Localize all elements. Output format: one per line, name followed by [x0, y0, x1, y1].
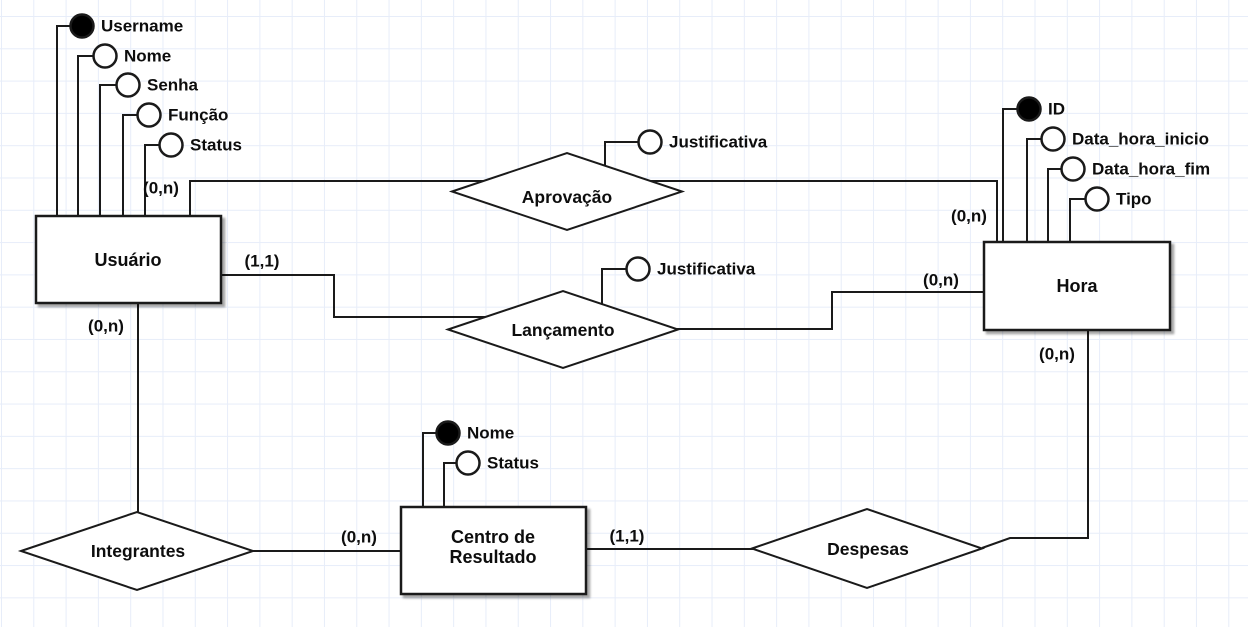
- connector-usuario-nome[interactable]: [77, 55, 94, 216]
- connector-hora-tipo[interactable]: [1069, 198, 1086, 242]
- relationship-shapes: [17, 151, 986, 592]
- connector-hora-data-hora-fim[interactable]: [1047, 168, 1062, 242]
- attribute-circle-centro-status[interactable]: [455, 450, 481, 476]
- edge-despesas-hora[interactable]: [981, 329, 1089, 549]
- attribute-circle-senha[interactable]: [115, 72, 141, 98]
- connector-aprovacao-justificativa[interactable]: [604, 141, 638, 166]
- connector-usuario-senha[interactable]: [99, 84, 117, 216]
- cardinality-hora-lancamento: (0,n): [923, 271, 959, 290]
- connector-usuario-username[interactable]: [56, 25, 71, 216]
- key-attribute-dot-username[interactable]: [69, 13, 95, 39]
- relationship-label-integrantes: Integrantes: [91, 541, 186, 561]
- edges: [137, 180, 1089, 552]
- attribute-labels: Username Nome Senha Função Status ID Dat…: [101, 17, 1210, 473]
- cardinality-usuario-lancamento: (1,1): [245, 252, 280, 271]
- attribute-label-tipo: Tipo: [1116, 190, 1152, 209]
- connector-hora-id[interactable]: [1002, 108, 1018, 242]
- entity-label-centro-line1: Centro de: [451, 527, 535, 547]
- cardinality-centro-integrantes: (0,n): [341, 528, 377, 547]
- attribute-circle-tipo[interactable]: [1084, 186, 1110, 212]
- relationship-lancamento[interactable]: [444, 289, 682, 370]
- attribute-circle-aprovacao-justificativa[interactable]: [637, 129, 663, 155]
- entity-hora[interactable]: [982, 240, 1172, 332]
- attribute-circle-nome[interactable]: [92, 43, 118, 69]
- attribute-label-centro-nome: Nome: [467, 424, 514, 443]
- cardinality-hora-despesas: (0,n): [1039, 345, 1075, 364]
- entity-usuario[interactable]: [34, 214, 223, 305]
- entity-label-centro-line2: Resultado: [449, 547, 536, 567]
- attribute-label-data-hora-fim: Data_hora_fim: [1092, 160, 1210, 179]
- attribute-label-nome: Nome: [124, 47, 171, 66]
- relationship-label-despesas: Despesas: [827, 539, 909, 559]
- entity-shapes: [34, 214, 1172, 596]
- attribute-label-aprovacao-justificativa: Justificativa: [669, 133, 768, 152]
- attribute-label-lancamento-justificativa: Justificativa: [657, 260, 756, 279]
- relationship-label-lancamento: Lançamento: [511, 320, 614, 340]
- cardinality-usuario-aprovacao: (0,n): [143, 179, 179, 198]
- key-attribute-dot-centro-nome[interactable]: [435, 420, 461, 446]
- attribute-label-funcao: Função: [168, 106, 228, 125]
- attribute-circle-lancamento-justificativa[interactable]: [625, 256, 651, 282]
- cardinality-usuario-integrantes: (0,n): [88, 317, 124, 336]
- relationship-integrantes[interactable]: [17, 510, 257, 592]
- cardinality-centro-despesas: (1,1): [610, 527, 645, 546]
- relationship-labels: Aprovação Lançamento Integrantes Despesa…: [91, 187, 909, 561]
- relationship-despesas[interactable]: [748, 507, 986, 590]
- attribute-label-id: ID: [1048, 100, 1065, 119]
- entity-labels: Usuário Hora Centro de Resultado: [94, 250, 1098, 567]
- connector-centro-status[interactable]: [443, 462, 457, 507]
- entity-centro-de-resultado[interactable]: [399, 505, 588, 596]
- key-attribute-dot-id[interactable]: [1016, 96, 1042, 122]
- attribute-label-status: Status: [190, 136, 242, 155]
- relationship-label-aprovacao: Aprovação: [522, 187, 612, 207]
- attribute-circle-data-hora-inicio[interactable]: [1040, 126, 1066, 152]
- attribute-label-data-hora-inicio: Data_hora_inicio: [1072, 130, 1209, 149]
- cardinality-hora-aprovacao: (0,n): [951, 207, 987, 226]
- attribute-label-centro-status: Status: [487, 454, 539, 473]
- attribute-connectors: [56, 25, 1086, 507]
- edge-usuario-lancamento[interactable]: [221, 274, 563, 318]
- attribute-label-username: Username: [101, 17, 183, 36]
- connector-centro-nome[interactable]: [422, 432, 437, 507]
- connector-lancamento-justificativa[interactable]: [601, 268, 626, 304]
- connector-hora-data-hora-inicio[interactable]: [1026, 138, 1042, 242]
- attribute-circle-status[interactable]: [158, 132, 184, 158]
- cardinality-labels: (0,n) (1,1) (0,n) (0,n) (0,n) (0,n) (0,n…: [88, 179, 1075, 547]
- entity-label-usuario: Usuário: [94, 250, 161, 270]
- attribute-circle-data-hora-fim[interactable]: [1060, 156, 1086, 182]
- relationship-aprovacao[interactable]: [448, 151, 686, 232]
- connector-usuario-funcao[interactable]: [122, 114, 138, 216]
- entity-label-hora: Hora: [1056, 276, 1098, 296]
- attribute-shapes: [69, 13, 1110, 476]
- edge-lancamento-hora[interactable]: [563, 291, 984, 330]
- attribute-circle-funcao[interactable]: [136, 102, 162, 128]
- connector-usuario-status[interactable]: [144, 144, 160, 216]
- attribute-label-senha: Senha: [147, 76, 199, 95]
